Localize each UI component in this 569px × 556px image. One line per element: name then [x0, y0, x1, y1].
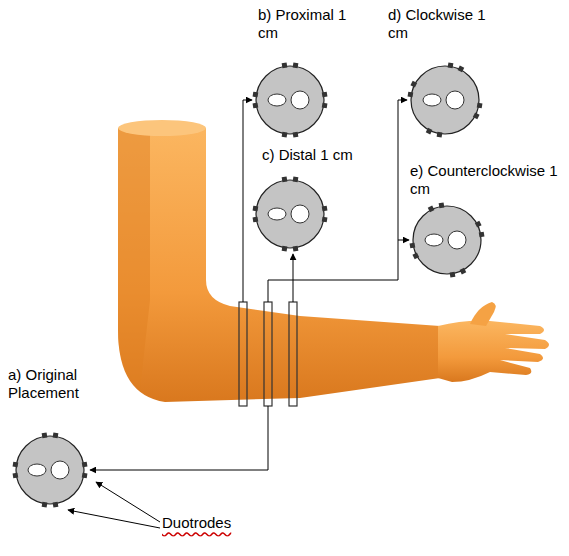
view-heading: c) Distal 1 cm	[262, 146, 382, 164]
electrode-label: Duotrodes	[162, 514, 231, 531]
arm-cross-section	[405, 60, 485, 140]
view-heading: a) Original Placement	[8, 366, 98, 402]
cross-section-view: d) Clockwise 1 cm	[388, 6, 498, 42]
arm-cross-section	[250, 60, 330, 140]
cross-section-view: a) Original Placement	[8, 366, 98, 402]
arm-cross-section	[407, 200, 487, 280]
leader-lines	[68, 100, 409, 528]
arm-cross-section	[10, 430, 90, 510]
view-heading: e) Counterclockwise 1 cm	[410, 162, 562, 198]
arm-cross-section	[250, 174, 330, 254]
view-heading: d) Clockwise 1 cm	[388, 6, 498, 42]
electrode-bands	[239, 302, 297, 406]
cross-section-view: c) Distal 1 cm	[262, 146, 382, 164]
cross-section-view: b) Proximal 1 cm	[258, 6, 348, 42]
view-heading: b) Proximal 1 cm	[258, 6, 348, 42]
cross-section-view: e) Counterclockwise 1 cm	[410, 162, 562, 198]
